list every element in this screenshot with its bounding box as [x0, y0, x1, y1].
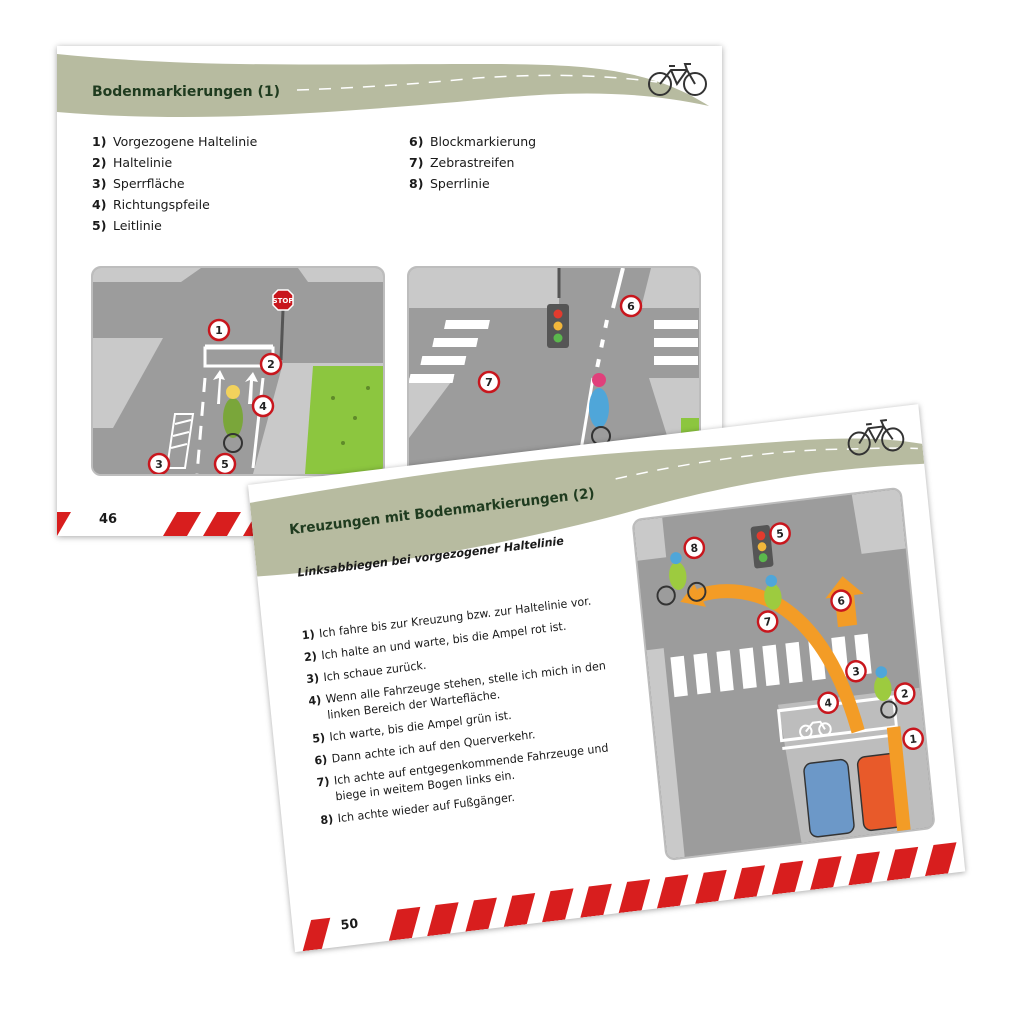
svg-text:7: 7: [763, 615, 772, 629]
svg-text:4: 4: [259, 400, 267, 413]
footer-stripes: [302, 842, 957, 952]
page-number: 46: [99, 512, 118, 527]
list-item: 6) Blockmarkierung: [409, 134, 537, 149]
marker-2: 2: [893, 682, 916, 705]
marker-8: 8: [683, 536, 706, 560]
page-title: Bodenmarkierungen (1): [92, 84, 281, 100]
marker-2: 2: [259, 352, 283, 376]
marker-5: 5: [213, 452, 237, 474]
svg-text:6: 6: [837, 594, 846, 608]
marker-4: 4: [251, 394, 275, 418]
marker-6: 6: [830, 589, 852, 612]
illustration-left-turn: 1 2 3 4 5 6 7 8: [631, 486, 936, 862]
marker-1: 1: [207, 318, 231, 342]
list-item: 5) Leitlinie: [92, 218, 162, 233]
marker-1: 1: [902, 727, 924, 751]
svg-text:1: 1: [215, 324, 223, 337]
marker-6: 6: [619, 294, 643, 318]
marking-list-right: 6) Blockmarkierung 7) Zebrastreifen 8) S…: [409, 131, 536, 194]
svg-text:7: 7: [485, 376, 493, 389]
list-item: 1) Vorgezogene Haltelinie: [92, 134, 258, 149]
marking-list-left: 1) Vorgezogene Haltelinie 2) Haltelinie …: [92, 131, 257, 236]
svg-text:3: 3: [852, 665, 861, 679]
svg-text:2: 2: [900, 687, 909, 701]
svg-text:6: 6: [627, 300, 635, 313]
marker-5: 5: [769, 522, 791, 545]
list-item: 2) Haltelinie: [92, 155, 173, 170]
list-item: 3) Sperrfläche: [92, 176, 185, 191]
page-46: Bodenmarkierungen (1) 1) Vorgezogene Hal…: [57, 46, 722, 536]
list-item: 4) Richtungspfeile: [92, 197, 210, 212]
svg-text:5: 5: [776, 527, 785, 541]
svg-text:2: 2: [267, 358, 275, 371]
bicycle-icon: [648, 63, 707, 96]
svg-text:5: 5: [221, 458, 229, 471]
marker-4: 4: [817, 691, 839, 715]
marker-3: 3: [845, 659, 867, 683]
illustration-stop-intersection: STOP 1 2 3 4 5: [91, 266, 385, 476]
marker-7: 7: [477, 370, 501, 394]
header-band: [249, 438, 925, 577]
bicycle-icon: [847, 419, 905, 456]
list-item: 7) Zebrastreifen: [409, 155, 515, 170]
stop-sign-label: STOP: [273, 297, 294, 305]
svg-text:3: 3: [155, 458, 163, 471]
steps-list: 1)Ich fahre bis zur Kreuzung bzw. zur Ha…: [301, 591, 626, 834]
svg-text:4: 4: [824, 696, 833, 710]
svg-text:1: 1: [909, 732, 918, 746]
marker-3: 3: [147, 452, 171, 474]
marker-7: 7: [756, 610, 779, 633]
header-band: [57, 54, 722, 126]
svg-text:8: 8: [690, 541, 699, 555]
page-50: Kreuzungen mit Bodenmarkierungen (2) Lin…: [248, 404, 966, 953]
page-number: 50: [340, 916, 359, 934]
list-item: 8) Sperrlinie: [409, 176, 490, 191]
